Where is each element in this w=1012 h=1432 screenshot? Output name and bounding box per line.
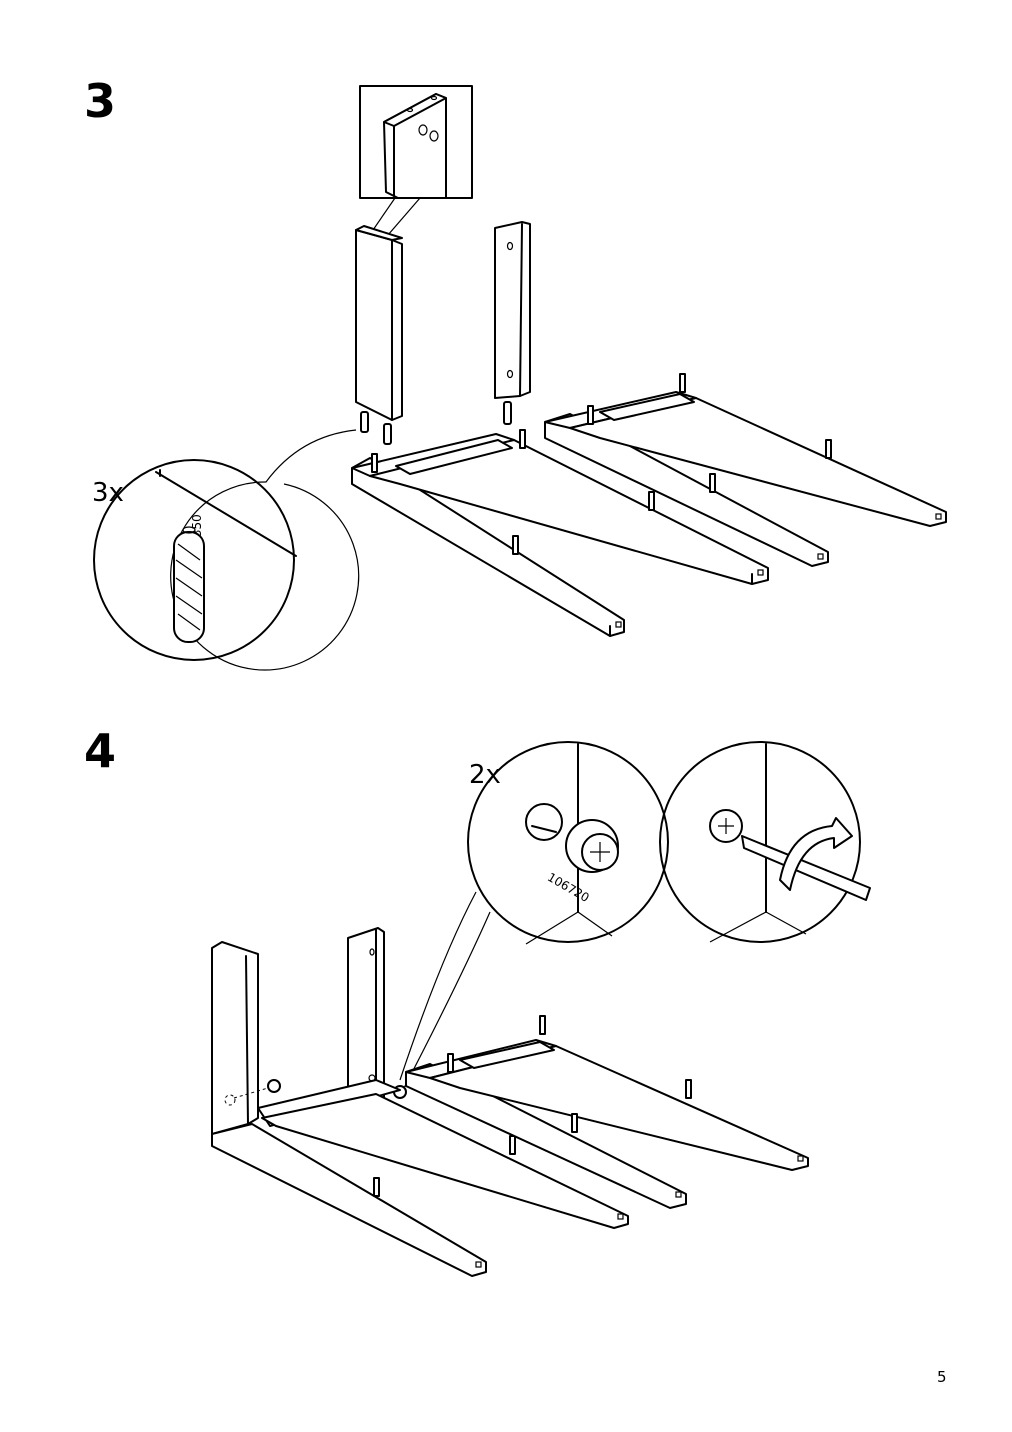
cam-lock-detail — [399, 741, 669, 1089]
step-3-illustration — [93, 85, 947, 671]
step-4-illustration — [211, 741, 871, 1277]
dowel-callout — [93, 429, 360, 671]
screwdriver-icon — [741, 835, 871, 901]
panel-detail-box — [359, 85, 473, 251]
side-panel — [355, 225, 403, 421]
dowels — [360, 401, 512, 445]
step-3-number: 3 — [84, 74, 117, 128]
screwdriver-detail — [659, 741, 871, 943]
back-frame — [544, 373, 947, 567]
page-number: 5 — [937, 1368, 947, 1386]
step-4-number: 4 — [84, 724, 117, 778]
back-frame-4 — [405, 1015, 809, 1209]
front-frame — [351, 429, 769, 637]
cam-lock-icon — [565, 819, 619, 873]
narrow-panel — [494, 221, 531, 399]
middle-upright-panel — [347, 927, 407, 1113]
front-frame-4 — [211, 1079, 629, 1277]
rotate-arrow-icon — [779, 817, 853, 891]
